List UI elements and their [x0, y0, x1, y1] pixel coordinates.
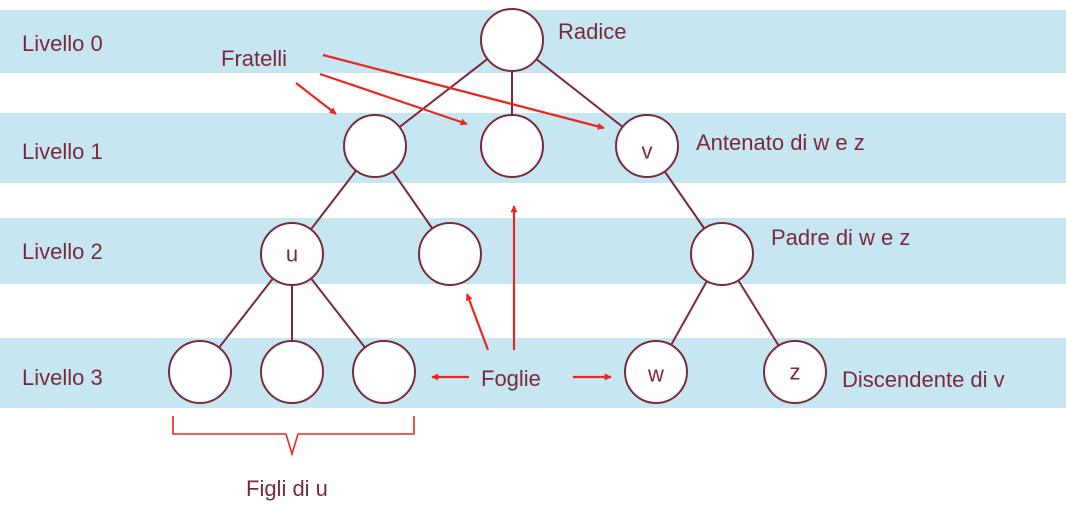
padre-label: Padre di w e z: [771, 225, 910, 250]
level1-middle-node: [480, 114, 544, 178]
node-z: [763, 340, 827, 404]
foglie-label: Foglie: [481, 366, 541, 391]
parent-node: [690, 222, 754, 286]
fratelli-arrow-middle: [319, 72, 468, 126]
node-w: [624, 340, 688, 404]
fratelli-label: Fratelli: [221, 46, 287, 71]
discendente-label: Discendente di v: [842, 367, 1005, 392]
level-label-0: Livello 0: [22, 31, 103, 56]
fratelli-arrow-right: [322, 53, 605, 130]
figli-brace: [172, 416, 415, 457]
foglie-arrow-up-mid: [465, 293, 490, 351]
level2-middle-leaf-node: [418, 222, 482, 286]
node-u: [260, 222, 324, 286]
node-z-label: z: [790, 360, 801, 385]
u-child-node-1: [168, 340, 232, 404]
u-child-node-2: [260, 340, 324, 404]
radice-label: Radice: [558, 19, 626, 44]
node-u-label: u: [286, 242, 298, 267]
figli-label: Figli di u: [246, 476, 328, 501]
fratelli-arrow-left: [295, 82, 337, 115]
level-label-3: Livello 3: [22, 365, 103, 390]
level-band-2: [0, 218, 1066, 284]
node-w-label: w: [647, 362, 664, 387]
level-label-1: Livello 1: [22, 139, 103, 164]
root-node: [480, 8, 544, 72]
node-v-label: v: [642, 139, 653, 164]
antenato-label: Antenato di w e z: [696, 130, 865, 155]
level1-left-node: [343, 114, 407, 178]
node-v: [615, 114, 679, 178]
u-child-node-3: [352, 340, 416, 404]
level-label-2: Livello 2: [22, 239, 103, 264]
